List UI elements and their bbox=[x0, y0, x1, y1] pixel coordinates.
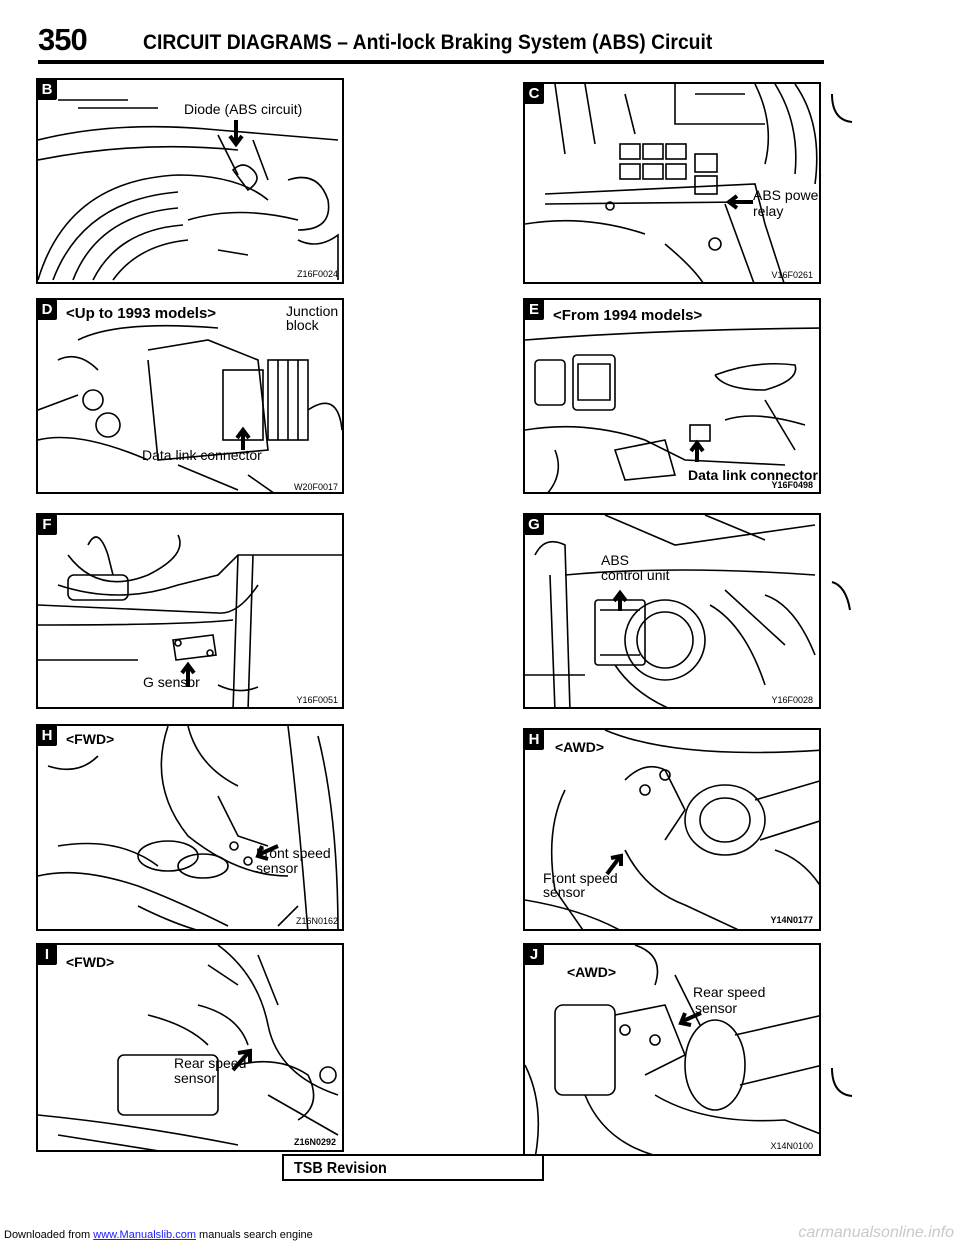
g-sensor-illustration bbox=[38, 534, 342, 707]
figure-code: Y14N0177 bbox=[770, 915, 813, 925]
dash-connector-illustration bbox=[525, 327, 819, 492]
panel-h-front-speed-sensor-fwd: H <FWD> Front speed sensor Z16N0162 bbox=[36, 724, 344, 931]
callout-label: control unit bbox=[601, 567, 670, 583]
panel-badge: D bbox=[38, 300, 57, 320]
callout-label: Data link connector bbox=[688, 467, 818, 483]
tsb-revision-label: TSB Revision bbox=[294, 1160, 387, 1177]
panel-badge: J bbox=[525, 945, 544, 965]
figure-code: Z16N0162 bbox=[295, 916, 338, 926]
panel-badge: F bbox=[38, 515, 57, 535]
panel-b-diode: B Diode (ABS circuit) Z16F0024 bbox=[36, 78, 344, 284]
panel-badge: H bbox=[525, 730, 544, 750]
callout-label: Front speed bbox=[256, 845, 331, 861]
figure-code: Y16F0028 bbox=[771, 695, 813, 705]
control-unit-illustration bbox=[525, 515, 816, 707]
panel-badge: G bbox=[525, 515, 544, 535]
figure-code: X14N0100 bbox=[770, 1141, 813, 1151]
callout-label: sensor bbox=[543, 884, 586, 900]
download-source-line: Downloaded from www.Manualslib.com manua… bbox=[4, 1229, 313, 1241]
callout-label: sensor bbox=[695, 1000, 738, 1016]
manualslib-link[interactable]: www.Manualslib.com bbox=[93, 1229, 196, 1241]
callout-label: Front speed bbox=[543, 870, 618, 886]
front-speed-sensor-fwd-illustration bbox=[38, 726, 339, 929]
junction-block-illustration bbox=[38, 324, 342, 492]
callout-label: sensor bbox=[174, 1070, 217, 1086]
callout-label: ABS bbox=[601, 552, 630, 568]
rear-speed-sensor-awd-illustration bbox=[525, 945, 819, 1154]
callout-label: Rear speed bbox=[693, 984, 766, 1000]
callout-label: sensor bbox=[256, 860, 299, 876]
callout-label: Data link connector bbox=[142, 447, 262, 463]
figure-code: Y16F0498 bbox=[771, 480, 813, 490]
callout-label: Rear speed bbox=[174, 1055, 247, 1071]
callout-label: relay bbox=[753, 203, 784, 219]
panel-f-g-sensor: F G sensor Y16F0051 bbox=[36, 513, 344, 709]
panel-badge: B bbox=[38, 80, 57, 100]
page-header: 350 CIRCUIT DIAGRAMS – Anti-lock Braking… bbox=[38, 22, 824, 62]
figure-code: Z16N0292 bbox=[293, 1137, 336, 1147]
figure-code: Y16F0051 bbox=[296, 695, 338, 705]
figure-code: V16F0261 bbox=[771, 270, 813, 280]
panel-h-front-speed-sensor-awd: H <AWD> Front speed sensor Y14N0177 bbox=[523, 728, 821, 931]
panel-j-rear-speed-sensor-awd: J <AWD> Rear speed sensor X14N0100 bbox=[523, 943, 821, 1156]
diode-illustration bbox=[38, 99, 339, 281]
relay-illustration bbox=[525, 84, 818, 282]
header-rule bbox=[38, 60, 824, 64]
download-prefix: Downloaded from bbox=[4, 1229, 94, 1241]
page-title: CIRCUIT DIAGRAMS – Anti-lock Braking Sys… bbox=[143, 31, 713, 54]
front-speed-sensor-awd-illustration bbox=[525, 730, 819, 929]
callout-label: Diode (ABS circuit) bbox=[184, 101, 303, 117]
model-range-label: <From 1994 models> bbox=[553, 307, 703, 324]
drive-type-label: <AWD> bbox=[555, 739, 605, 755]
rear-speed-sensor-fwd-illustration bbox=[38, 945, 339, 1150]
drive-type-label: <FWD> bbox=[66, 954, 115, 970]
panel-g-abs-control-unit: G ABS control unit Y16F0028 bbox=[523, 513, 821, 709]
download-suffix: manuals search engine bbox=[195, 1229, 313, 1241]
panel-d-data-link-connector-up-to-1993: D <Up to 1993 models> Junction block Dat… bbox=[36, 298, 344, 494]
callout-label: ABS power bbox=[753, 187, 821, 203]
callout-label: block bbox=[286, 317, 319, 333]
drive-type-label: <AWD> bbox=[567, 964, 617, 980]
model-range-label: <Up to 1993 models> bbox=[66, 305, 217, 322]
panel-badge: I bbox=[38, 945, 57, 965]
panel-badge: E bbox=[525, 300, 544, 320]
binder-hole-mark bbox=[831, 93, 853, 123]
panel-e-data-link-connector-from-1994: E <From 1994 models> Data link connector… bbox=[523, 298, 821, 494]
panel-badge: C bbox=[525, 84, 544, 104]
drive-type-label: <FWD> bbox=[66, 731, 115, 747]
callout-label: G sensor bbox=[143, 674, 200, 690]
figure-code: W20F0017 bbox=[293, 482, 338, 492]
figure-code: Z16F0024 bbox=[296, 269, 338, 279]
panel-badge: H bbox=[38, 726, 57, 746]
tsb-revision-box: TSB Revision bbox=[282, 1154, 544, 1181]
binder-hole-mark bbox=[831, 1067, 853, 1097]
callout-label: Junction bbox=[286, 303, 339, 319]
watermark-text: carmanualsonline.info bbox=[798, 1224, 954, 1241]
panel-i-rear-speed-sensor-fwd: I <FWD> Rear speed sensor Z16N0292 bbox=[36, 943, 344, 1152]
binder-hole-mark bbox=[831, 581, 851, 611]
page-number: 350 bbox=[38, 22, 88, 57]
panel-c-abs-power-relay: C ABS power relay V16F0261 bbox=[523, 82, 821, 284]
